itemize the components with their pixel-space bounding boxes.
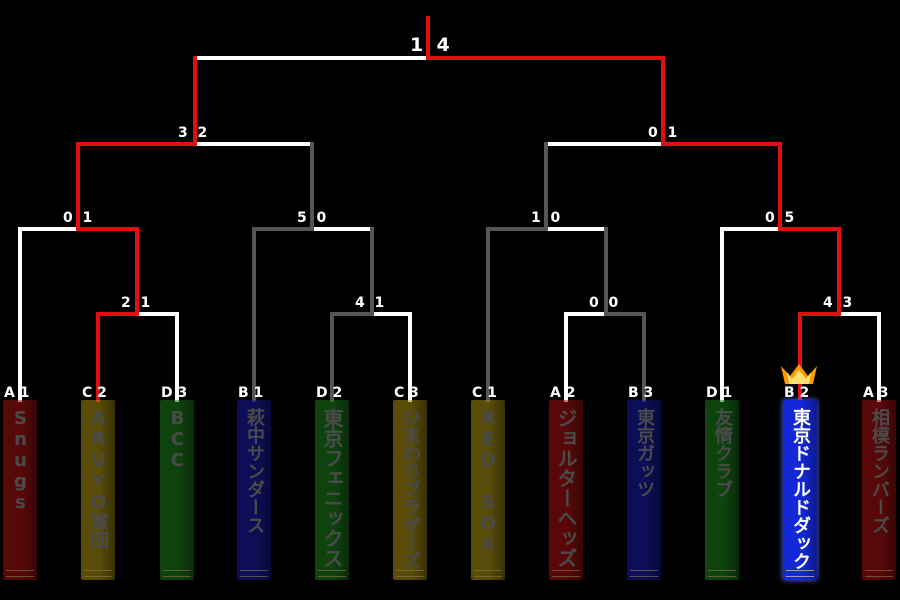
card-footer-stripe [708,570,736,577]
team-name: ジョルターヘッズ [554,408,578,568]
team-name: 東京フェニックス [320,408,344,568]
team-name: Snugs [10,408,31,513]
card-footer-stripe [240,570,268,577]
card-footer-stripe [6,570,34,577]
team-name: RED SOX [478,408,499,555]
round1-score-4: 4 3 [823,295,853,311]
team-card[interactable]: ARUYO軍団 [81,400,115,580]
card-footer-stripe [318,570,346,577]
team-name: 東京ドナルドダック [790,408,811,570]
bracket-line [564,312,608,402]
quarter-score-1: 0 1 [63,210,93,226]
crown-icon [781,364,817,384]
team-name: 萩中サンダース [244,408,265,534]
team-name: ARUYO軍団 [88,408,109,549]
team-seed: D 3 [161,385,188,401]
bracket-line [370,312,412,402]
bracket-line [720,227,782,402]
card-footer-stripe [396,570,424,577]
team-card[interactable]: RED SOX [471,400,505,580]
team-card[interactable]: ひまわりブラザーズ [393,400,427,580]
round1-score-3: 0 0 [589,295,619,311]
winner-path [426,16,841,402]
card-footer-stripe [474,570,502,577]
bracket-line [604,312,646,402]
team-seed: B 1 [238,385,264,401]
round1-score-1: 2 1 [121,295,151,311]
team-name: 相模ランバーズ [869,408,890,534]
card-footer-stripe [84,570,112,577]
team-name: ひまわりブラザーズ [400,408,421,570]
team-seed: A 2 [550,385,576,401]
winner-path [76,56,197,402]
round1-score-2: 4 1 [355,295,385,311]
team-card[interactable]: 東京ガッツ [627,400,661,580]
team-seed: A 1 [4,385,30,401]
team-card[interactable]: 相模ランバーズ [862,400,896,580]
card-footer-stripe [786,570,814,577]
bracket-line [837,312,881,402]
team-seed: D 1 [706,385,733,401]
team-seed: A 3 [863,385,889,401]
team-seed: C 1 [472,385,497,401]
card-footer-stripe [865,570,893,577]
team-card[interactable]: 東京ドナルドダック [783,400,817,580]
team-seed: C 3 [394,385,419,401]
team-seed: B 2 [784,385,810,401]
final-score: 1 4 [410,34,450,56]
team-card[interactable]: 友情クラブ [705,400,739,580]
team-name: 友情クラブ [712,408,733,498]
bracket-line [135,312,179,402]
quarter-score-4: 0 5 [765,210,795,226]
bracket-line [486,142,548,402]
bracket-line [252,142,314,402]
team-card[interactable]: ジョルターヘッズ [549,400,583,580]
bracket-line [18,227,80,402]
team-card[interactable]: Snugs [3,400,37,580]
card-footer-stripe [163,570,191,577]
team-card[interactable]: BCC [160,400,194,580]
team-name: BCC [167,408,188,471]
team-seed: B 3 [628,385,654,401]
team-card[interactable]: 萩中サンダース [237,400,271,580]
team-seed: D 2 [316,385,343,401]
semi-score-right: 0 1 [648,125,678,141]
bracket-line [330,227,374,402]
team-card[interactable]: 東京フェニックス [315,400,349,580]
quarter-score-3: 1 0 [531,210,561,226]
card-footer-stripe [630,570,658,577]
team-seed: C 2 [82,385,107,401]
semi-score-left: 3 2 [178,125,208,141]
team-name: 東京ガッツ [634,408,655,498]
quarter-score-2: 5 0 [297,210,327,226]
card-footer-stripe [552,570,580,577]
